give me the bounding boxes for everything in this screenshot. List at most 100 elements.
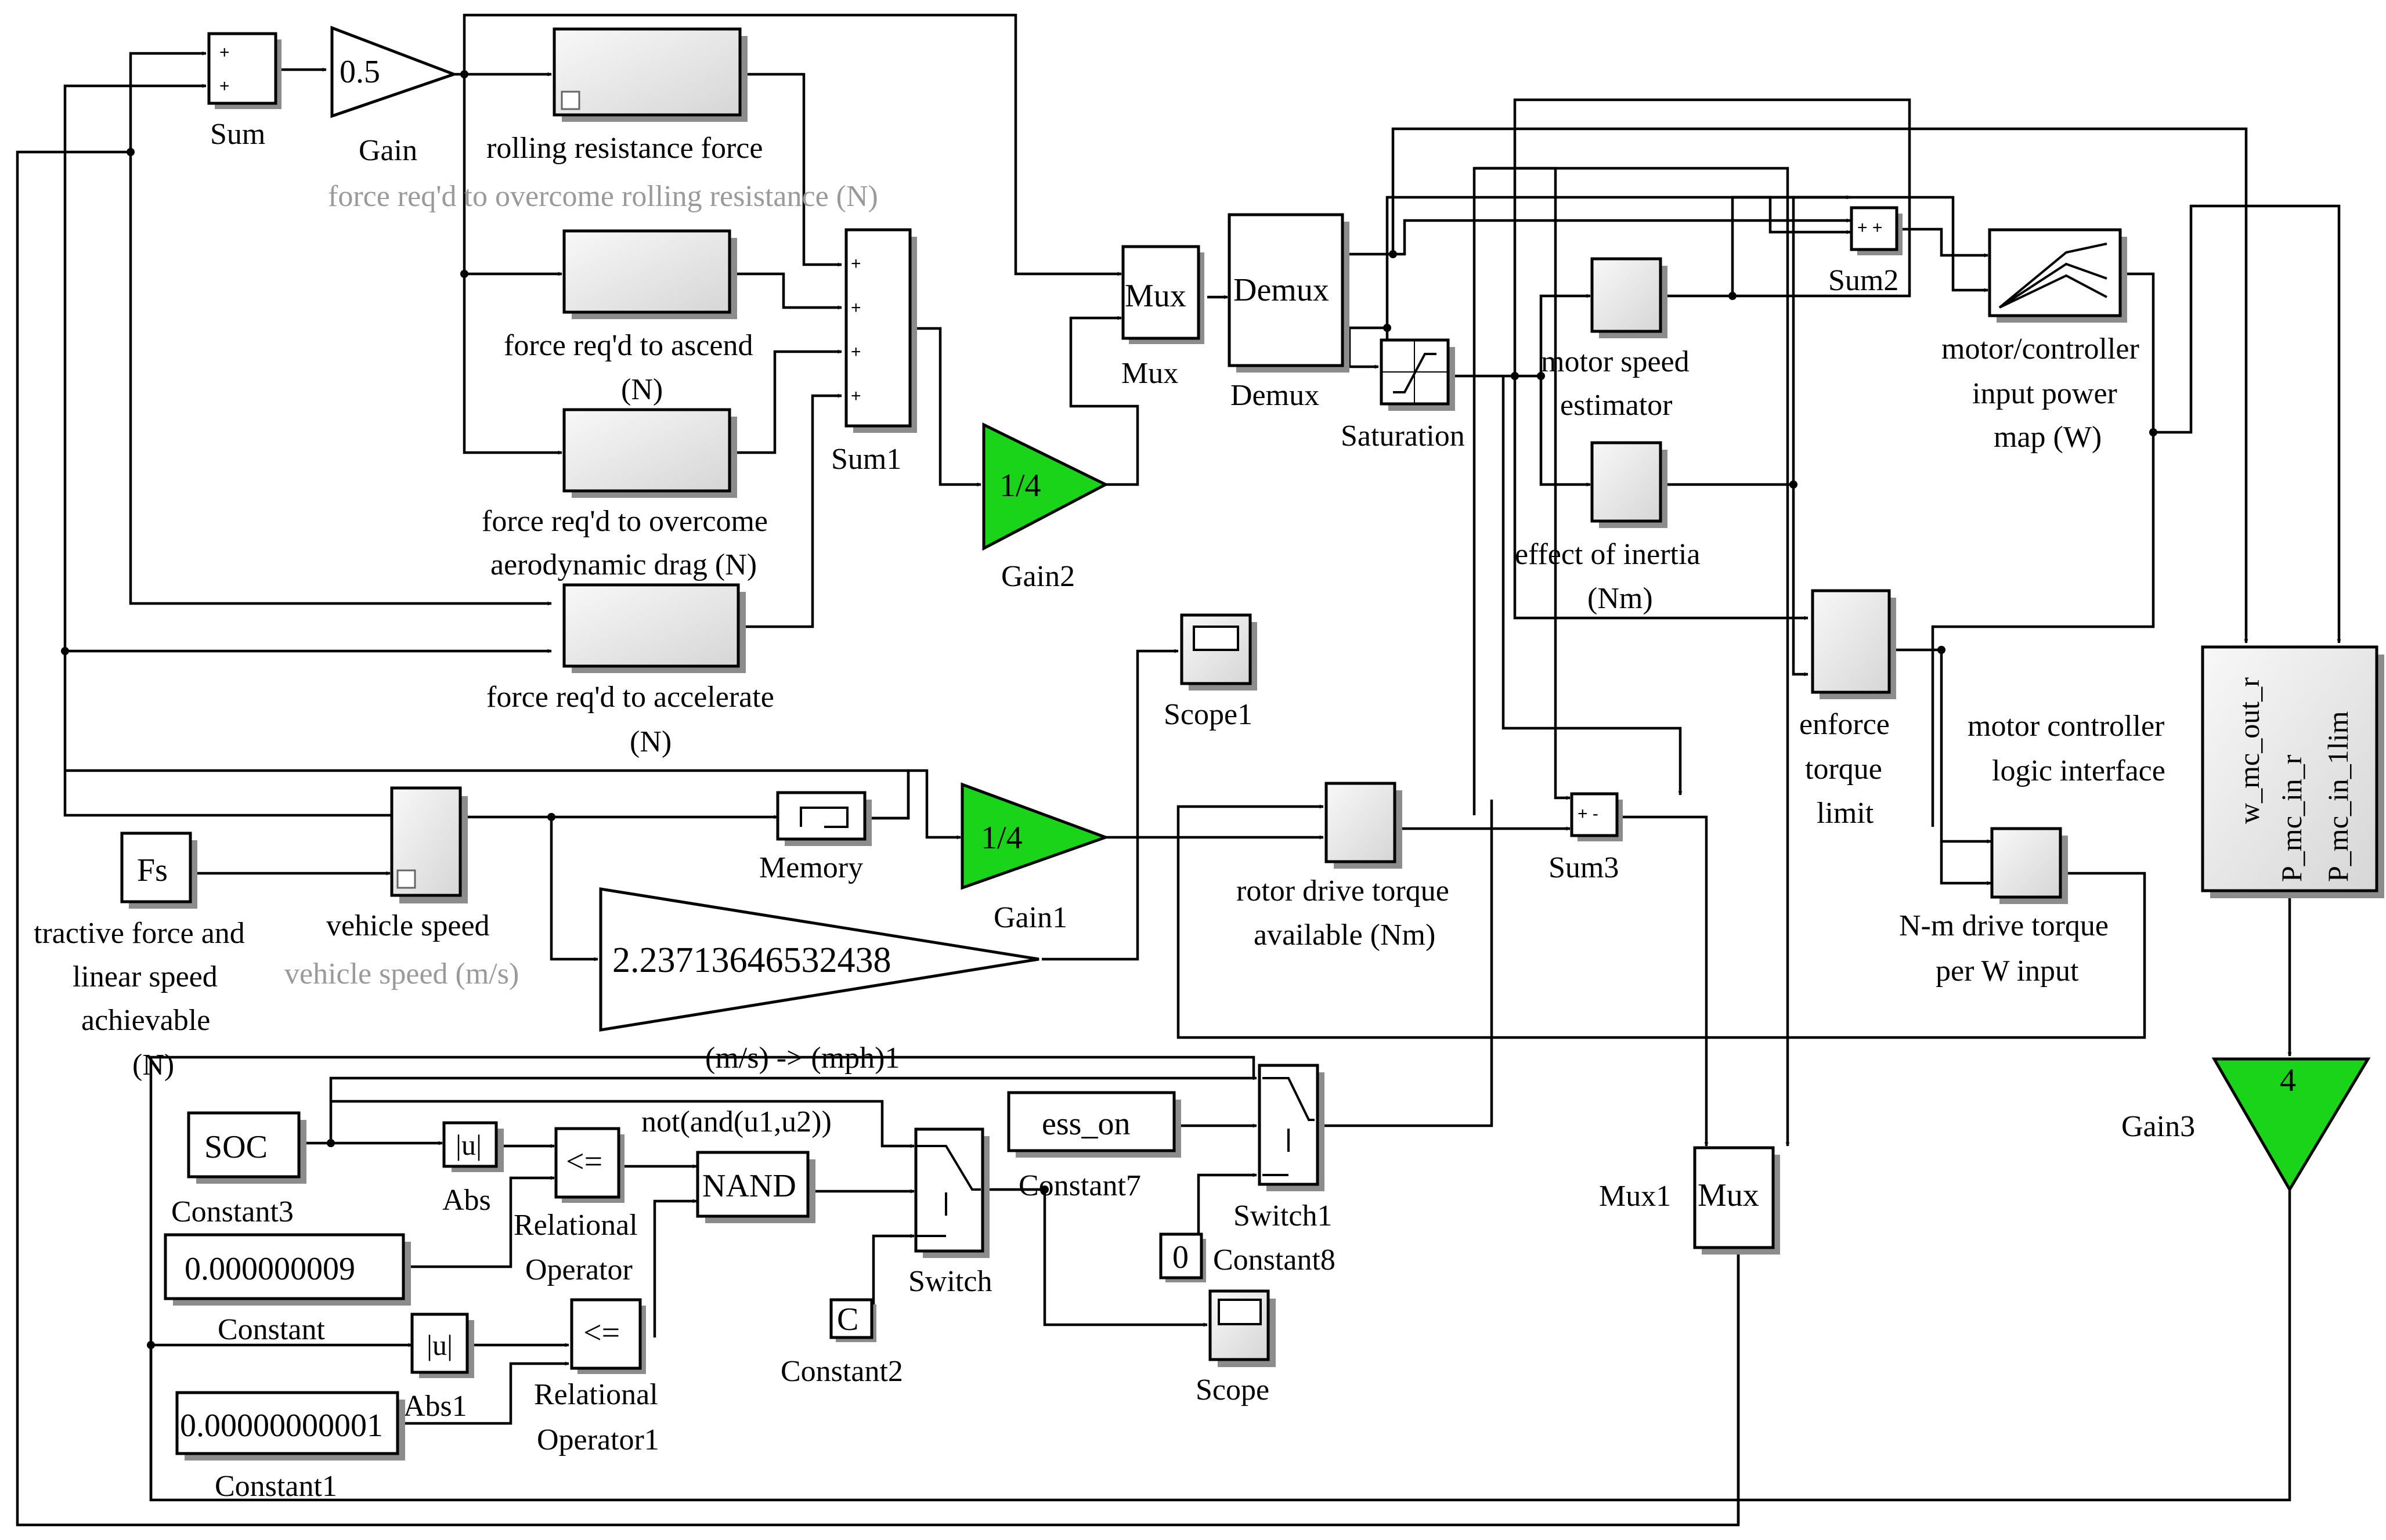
svg-text:4: 4 [2280, 1062, 2296, 1098]
wire-gain-to-aero[interactable] [463, 274, 562, 455]
relational-operator1-block[interactable]: <= [570, 1298, 646, 1374]
wire-speed-loop[interactable] [63, 651, 402, 817]
wire-sum3-to-mux1[interactable] [1613, 815, 1709, 1147]
relop-label-2: Operator [525, 1253, 633, 1286]
wire-sat-to-torquelim[interactable] [1513, 376, 1809, 620]
nm-drive-block[interactable] [1990, 827, 2068, 904]
mux-block[interactable]: Mux [1121, 245, 1204, 344]
wire-switch-to-scope[interactable] [984, 1188, 1208, 1327]
accel-block[interactable] [562, 583, 746, 673]
rotor-torque-block[interactable] [1324, 782, 1402, 869]
sum2-block[interactable]: + + [1850, 206, 1903, 255]
switch-block[interactable] [914, 1127, 990, 1258]
wire-loop-left[interactable] [149, 1055, 1255, 1500]
ascend-block[interactable] [562, 229, 737, 319]
wire-const-to-relop[interactable] [409, 1176, 555, 1268]
wire-top-to-map[interactable] [1732, 196, 1988, 292]
sum3-block[interactable]: + - [1570, 792, 1623, 841]
wire-torquelim-down[interactable] [1940, 841, 1991, 885]
memory-label: Memory [759, 851, 863, 884]
abs-block[interactable]: |u| [442, 1121, 504, 1172]
wire-sat-to-inertia[interactable] [1539, 376, 1591, 487]
mc-logic-block[interactable]: w_mc_out_r P_mc_in_r P_mc_in_1lim [2201, 645, 2384, 898]
mph-gain-block[interactable]: 2.23713646532438 [599, 887, 1039, 1032]
nand-block[interactable]: NAND [696, 1151, 815, 1223]
sum1-block[interactable]: + + + + [844, 228, 917, 433]
wire-demux-to-sum2[interactable] [1385, 195, 1851, 328]
switch-icon [917, 1145, 981, 1191]
wire-vspeed-to-convert[interactable] [550, 817, 598, 961]
scope-block[interactable] [1208, 1289, 1276, 1367]
wire-gain-to-mux-top[interactable] [463, 13, 1122, 276]
constant2-label: Constant2 [781, 1355, 903, 1388]
switch1-block[interactable] [1258, 1064, 1324, 1191]
motor-speed-block[interactable] [1590, 257, 1667, 338]
wire-feedback-to-accel[interactable] [129, 152, 552, 606]
svg-text:1/4: 1/4 [999, 468, 1041, 504]
inertia-block[interactable] [1590, 441, 1667, 528]
abs1-block[interactable]: |u| [410, 1313, 474, 1378]
wire-sum1-to-gain2[interactable] [908, 327, 981, 487]
gain2-block[interactable]: 1/4 [982, 422, 1109, 551]
constant-block[interactable]: 0.000000009 [164, 1233, 411, 1306]
sum2-label: Sum2 [1828, 264, 1898, 297]
wire-map-out[interactable] [1931, 272, 2155, 827]
sum-block[interactable]: + + [207, 32, 281, 109]
wire-speed-to-sum[interactable] [63, 84, 207, 651]
wire-soc-top-switch1[interactable] [329, 1076, 1257, 1101]
gain1-block[interactable]: 1/4 [961, 782, 1110, 890]
wire-demux-out1b[interactable] [1393, 218, 1851, 256]
scope1-block[interactable] [1180, 613, 1257, 691]
wire-sat-to-speed[interactable] [1451, 294, 1591, 378]
wire-nm-to-rotor[interactable] [1176, 804, 2146, 1039]
wire-aero-to-sum1[interactable] [734, 349, 842, 454]
soc-constant-block[interactable]: SOC [187, 1111, 306, 1184]
rolling-resistance-block[interactable] [553, 27, 748, 122]
constant2-block[interactable]: C [829, 1298, 876, 1342]
gain-block[interactable]: 0.5 [330, 26, 459, 118]
wire-rolling-to-sum1[interactable] [744, 73, 842, 267]
relop1-label-2: Operator1 [537, 1423, 659, 1456]
wire-ascend-to-sum1[interactable] [734, 272, 842, 310]
wire-sat-long[interactable] [1501, 376, 1683, 796]
wire-const8-to-switch1[interactable] [1197, 1173, 1257, 1258]
wire-torquelim-to-nm[interactable] [1889, 648, 1991, 844]
gain-value: 0.5 [340, 54, 380, 90]
sum1-label: Sum1 [831, 443, 901, 476]
constant8-block[interactable]: 0 [1159, 1232, 1206, 1282]
constant7-block[interactable]: ess_on [1007, 1091, 1181, 1158]
vehicle-speed-block[interactable] [390, 786, 468, 903]
saturation-block[interactable] [1380, 338, 1455, 411]
constant1-block[interactable]: 0.00000000001 [175, 1391, 405, 1461]
wire-memory-to-gain1[interactable] [866, 769, 961, 840]
wire-top-to-mux1[interactable] [1472, 167, 1571, 815]
demux-block[interactable]: Demux [1228, 213, 1349, 373]
wire-map-to-mc[interactable] [2153, 204, 2341, 644]
wire-accel-to-sum1[interactable] [744, 393, 842, 628]
wire-sum2-to-map[interactable] [1889, 227, 1988, 258]
power-map-block[interactable] [1988, 228, 2127, 323]
wire-const2-to-switch[interactable] [872, 1234, 915, 1325]
wire-inertia-to-torquelim[interactable] [1661, 483, 1809, 677]
wire-relop1-to-nand[interactable] [653, 1199, 697, 1337]
wire-gain-to-ascend[interactable] [463, 74, 562, 276]
wire-inertia-up[interactable] [1792, 196, 1850, 485]
wire-speed-to-sum2[interactable] [1513, 98, 1911, 376]
svg-text:0.00000000001: 0.00000000001 [180, 1408, 383, 1444]
wire-gain2-to-mux[interactable] [1069, 316, 1139, 486]
wire-demux-out1[interactable] [1341, 127, 2248, 644]
wire-feedback-sum-top[interactable] [129, 51, 207, 152]
memory-block[interactable] [776, 791, 872, 846]
wire-convert-to-scope1[interactable] [1042, 649, 1179, 961]
mux1-block[interactable]: Mux [1693, 1146, 1780, 1255]
wire-switch1-out[interactable] [1315, 800, 1493, 1127]
torque-limit-block[interactable] [1811, 589, 1896, 699]
gain3-block[interactable]: 4 [2211, 1057, 2371, 1192]
wire-const1-to-relop1[interactable] [403, 1361, 569, 1425]
aero-block[interactable] [562, 408, 737, 498]
fs-block[interactable]: Fs [120, 832, 197, 909]
wire-soc-up[interactable] [329, 1100, 915, 1148]
relational-operator-block[interactable]: <= [554, 1127, 625, 1203]
wire-mux1-in2[interactable] [1474, 167, 1790, 1147]
torque-limit-label-2: torque [1805, 753, 1882, 786]
